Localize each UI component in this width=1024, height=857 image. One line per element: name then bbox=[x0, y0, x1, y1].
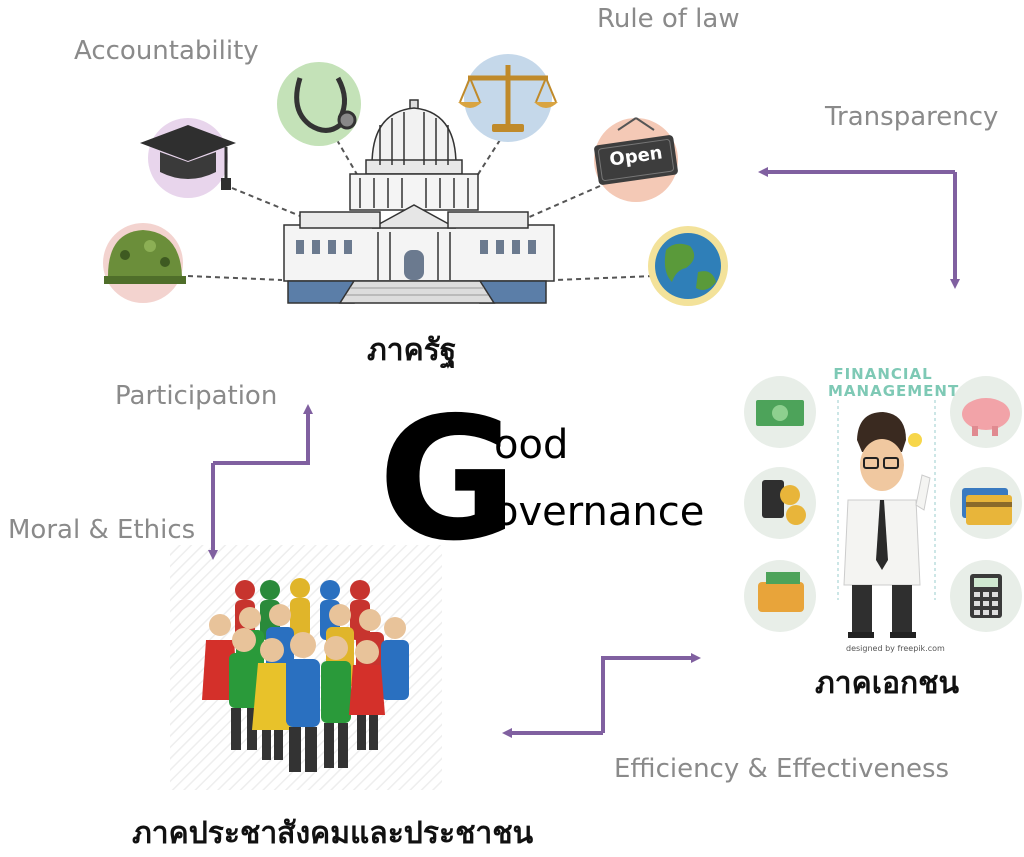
arrow-efficiency-right bbox=[601, 653, 701, 733]
label-rule-of-law: Rule of law bbox=[597, 4, 740, 34]
crowd-illustration bbox=[170, 545, 442, 790]
sector-label-state: ภาครัฐ bbox=[367, 333, 457, 368]
scales-of-justice-icon bbox=[458, 54, 558, 142]
capitol-building-illustration bbox=[283, 99, 555, 304]
wallet-icon bbox=[744, 560, 816, 632]
sector-label-private: ภาคเอกชน bbox=[815, 666, 959, 701]
globe-icon bbox=[648, 226, 728, 306]
credit-card-icon bbox=[950, 467, 1022, 539]
label-accountability: Accountability bbox=[74, 36, 259, 66]
good-governance-line1: ood bbox=[494, 422, 569, 468]
sector-label-civil: ภาคประชาสังคมและประชาชน bbox=[132, 816, 534, 851]
financial-management-illustration bbox=[744, 376, 1022, 638]
stethoscope-icon bbox=[277, 62, 361, 146]
arrows bbox=[208, 167, 960, 738]
good-governance-big-g: G bbox=[378, 381, 518, 579]
phone-coins-icon bbox=[744, 467, 816, 539]
piggy-bank-icon bbox=[950, 376, 1022, 448]
businessman-figure bbox=[843, 412, 931, 638]
good-governance-line2: overnance bbox=[494, 489, 705, 535]
arrow-participation-up bbox=[213, 404, 313, 465]
military-helmet-icon bbox=[103, 223, 186, 303]
cash-icon bbox=[744, 376, 816, 448]
label-transparency: Transparency bbox=[825, 102, 999, 132]
freepik-credit: designed by freepik.com bbox=[846, 644, 945, 653]
label-efficiency-effectiveness: Efficiency & Effectiveness bbox=[614, 754, 950, 784]
open-sign-icon bbox=[594, 117, 678, 202]
financial-management-title: FINANCIAL MANAGEMENT bbox=[828, 365, 960, 400]
label-participation: Participation bbox=[115, 381, 278, 411]
label-moral-ethics: Moral & Ethics bbox=[8, 515, 196, 545]
graduation-cap-icon bbox=[140, 118, 236, 198]
calculator-icon bbox=[950, 560, 1022, 632]
